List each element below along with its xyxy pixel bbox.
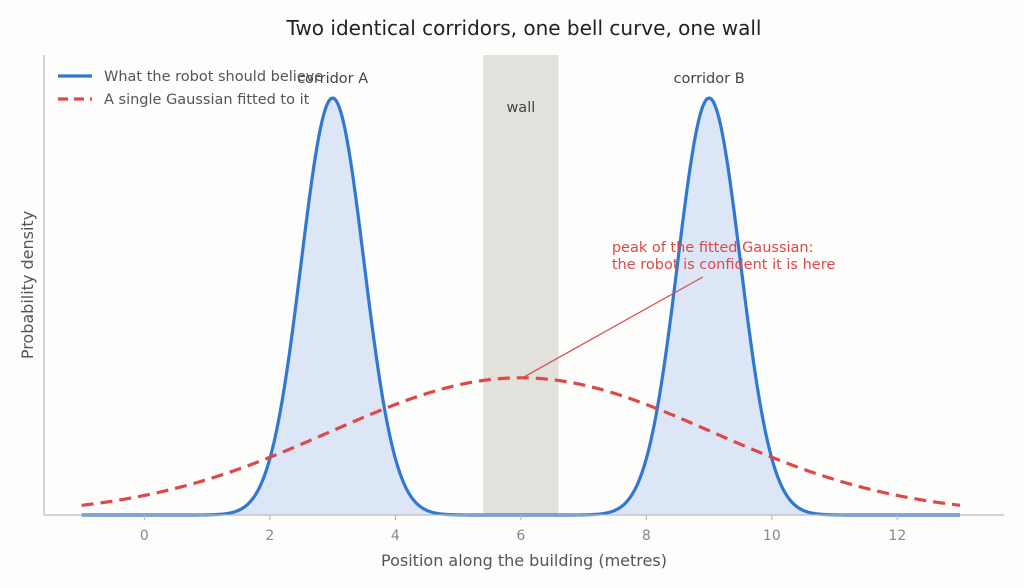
x-tick-label: 12 — [888, 528, 906, 544]
legend-label-belief: What the robot should believe — [104, 69, 323, 85]
callout-line-1: peak of the fitted Gaussian: — [612, 240, 814, 256]
y-axis-label: Probability density — [18, 211, 37, 359]
series-line-fitted-gaussian — [81, 376, 961, 507]
callout-line-2: the robot is confident it is here — [612, 257, 836, 273]
x-axis-label: Position along the building (metres) — [381, 551, 667, 570]
x-tick-label: 0 — [140, 528, 149, 544]
x-tick-label: 8 — [642, 528, 651, 544]
x-tick-label: 10 — [763, 528, 781, 544]
x-tick-label: 2 — [265, 528, 274, 544]
annotation-corridor-b: corridor B — [674, 71, 745, 87]
chart-title: Two identical corridors, one bell curve,… — [286, 16, 762, 40]
belief-fill-area — [81, 97, 961, 516]
x-tick-label: 6 — [516, 528, 525, 544]
callout-arrow — [523, 276, 704, 378]
wall-band — [483, 55, 559, 515]
legend-label-fitted-gaussian: A single Gaussian fitted to it — [104, 92, 310, 108]
annotation-corridor-a: corridor A — [297, 71, 368, 87]
x-tick-label: 4 — [391, 528, 400, 544]
x-ticks: 0 2 4 6 8 10 12 — [140, 515, 906, 544]
legend: What the robot should believe A single G… — [58, 69, 323, 108]
wall-label: wall — [506, 100, 535, 116]
